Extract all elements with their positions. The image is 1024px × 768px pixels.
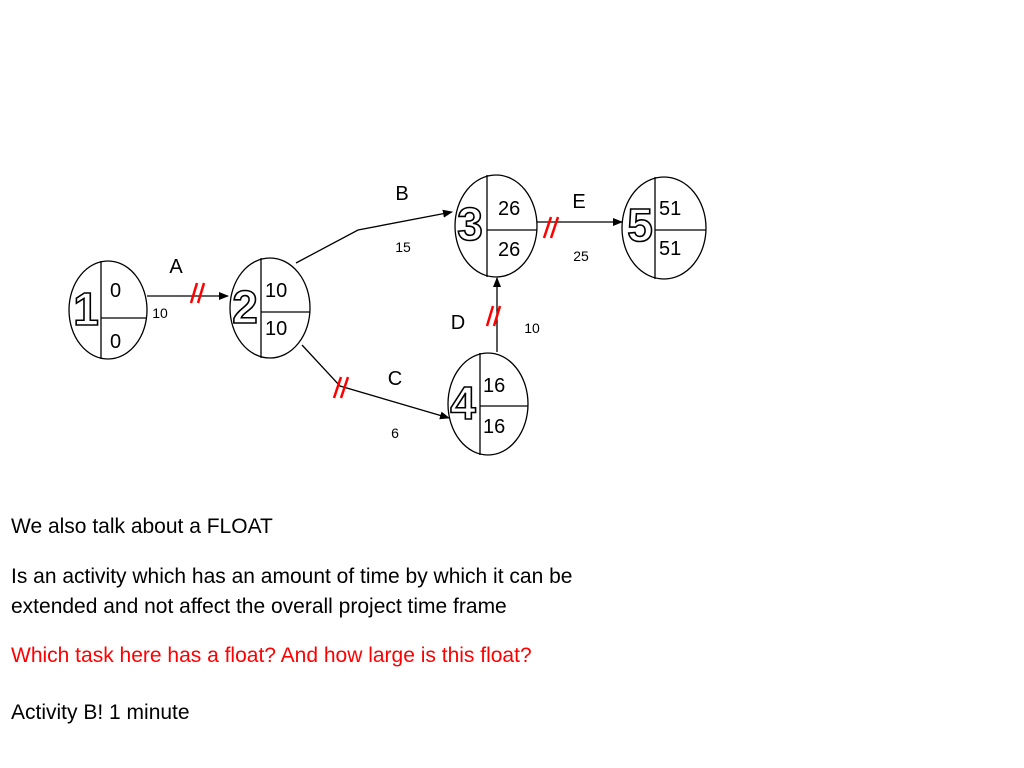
float-definition: Is an activity which has an amount of ti… bbox=[11, 562, 572, 622]
network-diagram: 1 0 0 2 10 10 3 26 26 4 16 16 5 51 51 A bbox=[68, 174, 707, 456]
node-number: 1 bbox=[73, 283, 99, 335]
arrow-activity-b bbox=[295, 209, 453, 264]
activity-e-label: E bbox=[572, 191, 585, 213]
activity-b-duration: 15 bbox=[395, 239, 411, 255]
activity-a-label: A bbox=[169, 256, 183, 278]
float-definition-line-1: Is an activity which has an amount of ti… bbox=[11, 565, 573, 588]
node-earliest-time: 0 bbox=[110, 280, 121, 302]
node-earliest-time: 26 bbox=[498, 198, 520, 220]
critical-marker-d bbox=[485, 305, 502, 327]
float-definition-line-2: extended and not affect the overall proj… bbox=[11, 595, 507, 618]
activity-arrows bbox=[147, 209, 623, 420]
node-3: 3 26 26 bbox=[454, 174, 538, 278]
activity-e-duration: 25 bbox=[573, 248, 589, 264]
float-intro-text: We also talk about a FLOAT bbox=[11, 515, 273, 538]
critical-marker-e bbox=[542, 216, 560, 239]
node-earliest-time: 16 bbox=[483, 375, 505, 397]
critical-marker-a bbox=[189, 282, 206, 304]
node-number: 2 bbox=[232, 281, 258, 333]
node-1: 1 0 0 bbox=[68, 260, 148, 360]
node-number: 5 bbox=[627, 199, 653, 251]
node-number: 3 bbox=[457, 198, 483, 250]
node-earliest-time: 10 bbox=[265, 280, 287, 302]
node-2: 2 10 10 bbox=[229, 257, 311, 359]
activity-c-duration: 6 bbox=[391, 425, 399, 441]
activity-a-duration: 10 bbox=[152, 305, 168, 321]
critical-marker-c bbox=[332, 376, 350, 399]
float-question: Which task here has a float? And how lar… bbox=[11, 644, 532, 667]
float-answer: Activity B! 1 minute bbox=[11, 701, 190, 724]
node-4: 4 16 16 bbox=[447, 352, 529, 456]
node-earliest-time: 51 bbox=[659, 198, 681, 220]
node-5: 5 51 51 bbox=[621, 176, 707, 280]
activity-c-label: C bbox=[388, 368, 402, 390]
activity-b-label: B bbox=[395, 183, 408, 205]
activity-d-duration: 10 bbox=[524, 320, 540, 336]
node-number: 4 bbox=[450, 377, 476, 429]
node-latest-time: 26 bbox=[498, 239, 520, 261]
node-latest-time: 51 bbox=[659, 238, 681, 260]
node-latest-time: 16 bbox=[483, 416, 505, 438]
node-latest-time: 10 bbox=[265, 318, 287, 340]
activity-labels: A 10 B 15 C 6 D 10 E 25 bbox=[152, 183, 589, 441]
activity-d-label: D bbox=[451, 312, 465, 334]
critical-path-markers bbox=[189, 216, 560, 399]
node-latest-time: 0 bbox=[110, 331, 121, 353]
arrow-activity-c bbox=[301, 344, 450, 420]
